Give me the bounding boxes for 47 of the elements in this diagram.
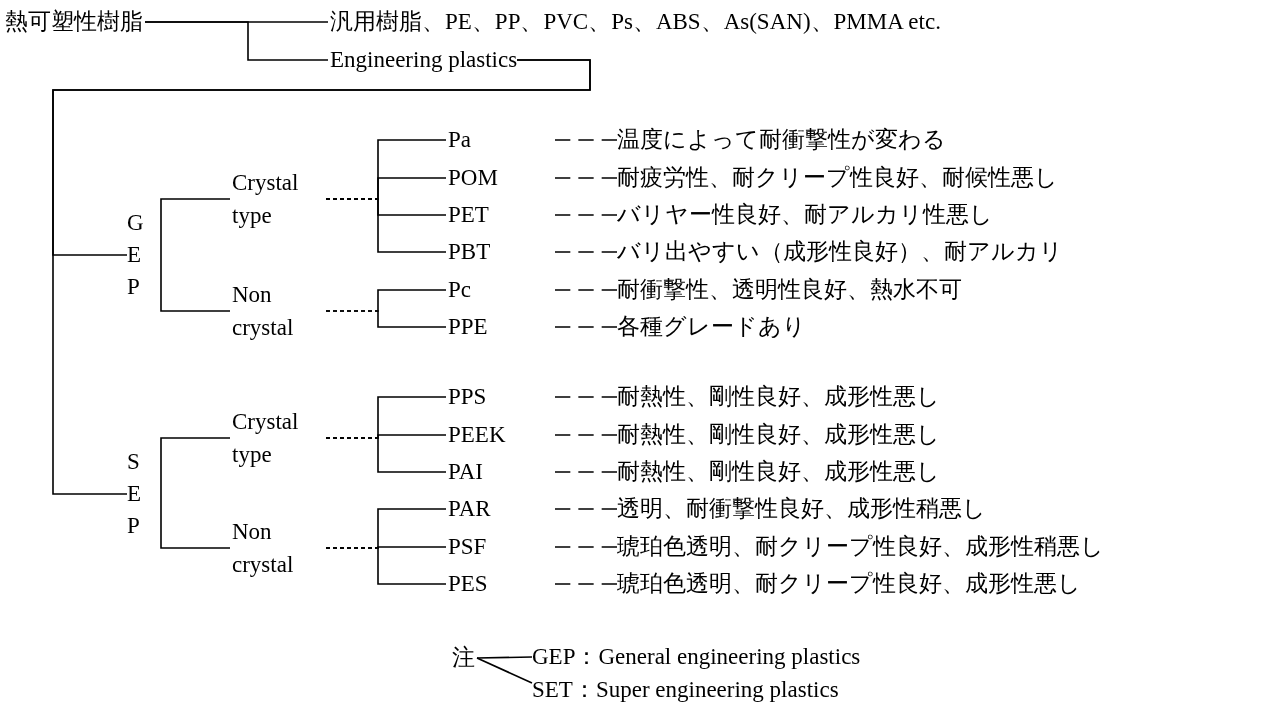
resin-name: PET	[448, 202, 489, 228]
property-text: 耐衝撃性、透明性良好、熱水不可	[617, 277, 962, 303]
resin-name: PBT	[448, 239, 491, 265]
tree-connector	[160, 198, 231, 256]
property-text: 耐熱性、剛性良好、成形性悪し	[617, 422, 940, 448]
category-label: Crystal type	[232, 405, 324, 471]
tree-connector	[325, 547, 447, 585]
resin-name: PAI	[448, 459, 483, 485]
category-label: Non crystal	[232, 515, 324, 581]
note-text: SET：Super engineering plastics	[532, 677, 839, 703]
tree-connector	[160, 254, 231, 312]
resin-name: POM	[448, 165, 498, 191]
resin-name: Pa	[448, 127, 471, 153]
resin-name: PAR	[448, 496, 491, 522]
property-text: 透明、耐衝撃性良好、成形性稍悪し	[617, 496, 986, 522]
category-label: Crystal type	[232, 166, 324, 232]
tree-connector	[160, 437, 231, 495]
abbreviation-label: SEP	[127, 446, 139, 542]
resin-name: PES	[448, 571, 488, 597]
tree-connector	[144, 21, 329, 61]
category-label: Non crystal	[232, 278, 324, 344]
category-label: 熱可塑性樹脂	[5, 9, 143, 35]
tree-connector	[52, 59, 591, 495]
property-text: 耐疲労性、耐クリープ性良好、耐候性悪し	[617, 165, 1058, 191]
property-text: 琥珀色透明、耐クリープ性良好、成形性稍悪し	[617, 534, 1104, 560]
tree-connector	[325, 198, 447, 253]
note-text: GEP：General engineering plastics	[532, 644, 861, 670]
property-text: 琥珀色透明、耐クリープ性良好、成形性悪し	[617, 571, 1081, 597]
property-text: バリ出やすい（成形性良好）、耐アルカリ	[617, 239, 1063, 265]
property-text: 温度によって耐衝撃性が変わる	[617, 127, 946, 153]
note-mark: 注	[452, 645, 475, 671]
property-text: バリヤー性良好、耐アルカリ性悪し	[617, 202, 993, 228]
tree-connector	[325, 310, 447, 328]
resin-name: Pc	[448, 277, 471, 303]
resin-name: PEEK	[448, 422, 506, 448]
note-line	[476, 657, 533, 684]
tree-connector	[325, 437, 447, 473]
resin-name: PSF	[448, 534, 487, 560]
note-line	[476, 656, 533, 659]
category-label: Engineering plastics	[330, 47, 518, 73]
property-text: 耐熱性、剛性良好、成形性悪し	[617, 459, 940, 485]
property-text: 耐熱性、剛性良好、成形性悪し	[617, 384, 940, 410]
resin-name: PPE	[448, 314, 488, 340]
property-text: 各種グレードあり	[617, 314, 806, 340]
category-label: 汎用樹脂、PE、PP、PVC、Ps、ABS、As(SAN)、PMMA etc.	[330, 9, 941, 35]
tree-connector	[160, 493, 231, 549]
resin-name: PPS	[448, 384, 487, 410]
